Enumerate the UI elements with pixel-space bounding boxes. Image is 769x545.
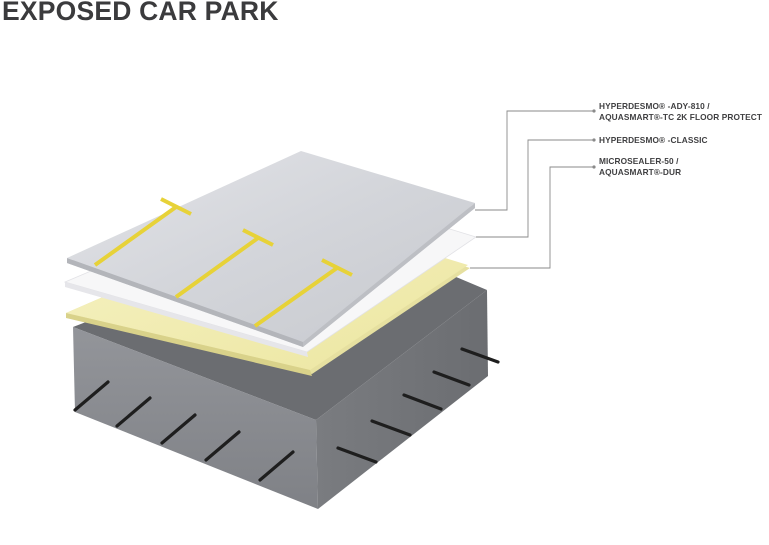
rebars <box>73 347 500 482</box>
leader-dot <box>592 109 596 113</box>
leader-membrane <box>476 139 593 238</box>
concrete-front-face <box>73 327 318 509</box>
label-line: AQUASMART®-TC 2K FLOOR PROTECT <box>599 111 763 122</box>
label-top-coat: HYPERDESMO® -ADY-810 / AQUASMART®-TC 2K … <box>599 101 762 122</box>
parking-line <box>174 228 274 299</box>
parking-line <box>253 258 353 328</box>
rebar <box>432 370 471 387</box>
top-coat-layer <box>67 151 475 347</box>
label-line: HYPERDESMO® -CLASSIC <box>599 135 708 145</box>
parking-lines <box>93 197 353 328</box>
page-title: EXPOSED CAR PARK <box>2 0 279 26</box>
label-primer: MICROSEALER-50 / AQUASMART®-DUR <box>599 156 681 177</box>
rebar <box>370 419 412 437</box>
leader-primer <box>470 166 593 269</box>
label-line: HYPERDESMO® -ADY-810 / <box>599 101 710 111</box>
rebar <box>160 413 197 445</box>
rebar <box>402 393 443 411</box>
rebar <box>460 347 500 364</box>
label-line: MICROSEALER-50 / <box>599 156 679 166</box>
rebar <box>336 446 378 464</box>
leader-lines <box>470 110 593 269</box>
rebar <box>258 450 295 482</box>
parking-line <box>93 197 192 267</box>
leader-dots <box>592 109 596 169</box>
leader-top-coat <box>475 110 593 211</box>
leader-dot <box>592 138 596 142</box>
label-line: AQUASMART®-DUR <box>599 166 682 177</box>
label-membrane: HYPERDESMO® -CLASSIC <box>599 135 708 146</box>
rebar <box>73 380 110 412</box>
leader-dot <box>592 165 596 169</box>
rebar <box>204 430 241 462</box>
rebar <box>115 396 152 428</box>
